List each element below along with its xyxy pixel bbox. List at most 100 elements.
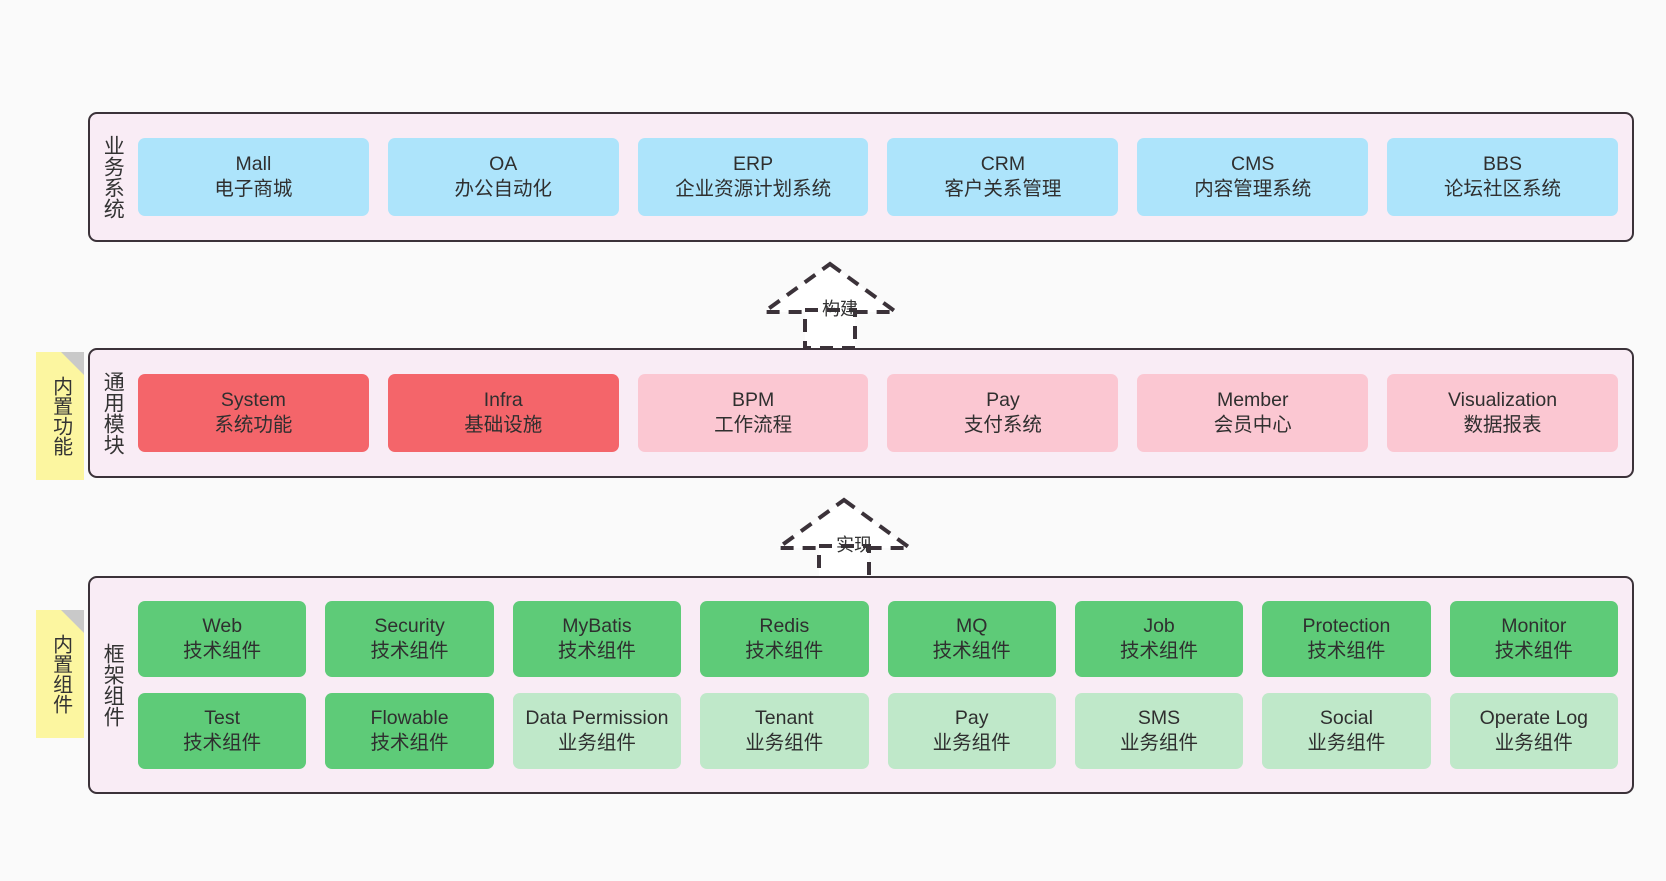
node-visualization[interactable]: Visualization 数据报表 — [1387, 374, 1618, 452]
node-member[interactable]: Member 会员中心 — [1137, 374, 1369, 452]
node-erp[interactable]: ERP 企业资源计划系统 — [637, 138, 869, 216]
node-web[interactable]: Web 技术组件 — [138, 601, 307, 677]
layer-framework-component: 框架组件 Web 技术组件 Security 技术组件 MyBatis 技术组件… — [88, 576, 1634, 794]
connector-implement-label: 实现 — [836, 535, 872, 555]
node-protection[interactable]: Protection 技术组件 — [1262, 601, 1431, 677]
node-monitor[interactable]: Monitor 技术组件 — [1449, 601, 1618, 677]
node-mall[interactable]: Mall 电子商城 — [138, 138, 369, 216]
node-row: System 系统功能 Infra 基础设施 BPM 工作流程 Pay 支付系统… — [138, 374, 1618, 452]
node-security[interactable]: Security 技术组件 — [325, 601, 494, 677]
node-infra[interactable]: Infra 基础设施 — [387, 374, 619, 452]
node-title: System — [220, 388, 286, 411]
node-crm[interactable]: CRM 客户关系管理 — [887, 138, 1119, 216]
node-row: Mall 电子商城 OA 办公自动化 ERP 企业资源计划系统 CRM 客户关系… — [138, 138, 1618, 216]
connector-build: 构建 — [756, 258, 904, 350]
node-title: OA — [489, 152, 518, 175]
node-redis[interactable]: Redis 技术组件 — [700, 601, 869, 677]
node-pay-module[interactable]: Pay 支付系统 — [887, 374, 1119, 452]
node-system[interactable]: System 系统功能 — [138, 374, 369, 452]
node-subtitle: 技术组件 — [1307, 640, 1386, 662]
node-subtitle: 技术组件 — [183, 640, 262, 662]
node-title: Infra — [483, 388, 523, 411]
arrowhead-triangle — [757, 261, 903, 314]
node-job[interactable]: Job 技术组件 — [1074, 601, 1244, 677]
sticky-note-text: 内置功能 — [49, 376, 72, 456]
node-subtitle: 工作流程 — [714, 414, 793, 436]
node-title: Data Permission — [525, 706, 669, 729]
node-social[interactable]: Social 业务组件 — [1262, 693, 1431, 769]
node-subtitle: 基础设施 — [464, 414, 543, 436]
arrowhead-triangle — [771, 497, 917, 550]
node-title: Monitor — [1501, 614, 1567, 637]
node-mybatis[interactable]: MyBatis 技术组件 — [512, 601, 682, 677]
node-subtitle: 企业资源计划系统 — [675, 178, 832, 200]
node-title: ERP — [733, 152, 774, 175]
node-title: BBS — [1483, 152, 1523, 175]
node-subtitle: 技术组件 — [745, 640, 824, 662]
node-title: MyBatis — [562, 614, 632, 637]
node-title: Member — [1216, 388, 1289, 411]
node-data-permission[interactable]: Data Permission 业务组件 — [512, 693, 682, 769]
layer-title-common-module: 通用模块 — [101, 371, 125, 455]
node-subtitle: 技术组件 — [183, 732, 262, 754]
node-flowable[interactable]: Flowable 技术组件 — [325, 693, 494, 769]
node-oa[interactable]: OA 办公自动化 — [387, 138, 619, 216]
layer-body-common-module: System 系统功能 Infra 基础设施 BPM 工作流程 Pay 支付系统… — [134, 350, 1632, 476]
node-pay-component[interactable]: Pay 业务组件 — [887, 693, 1056, 769]
layer-body-business-system: Mall 电子商城 OA 办公自动化 ERP 企业资源计划系统 CRM 客户关系… — [134, 114, 1632, 240]
node-subtitle: 支付系统 — [963, 414, 1042, 436]
node-subtitle: 业务组件 — [1120, 732, 1199, 754]
node-title: Pay — [986, 388, 1020, 411]
node-mq[interactable]: MQ 技术组件 — [887, 601, 1056, 677]
node-title: Security — [374, 614, 445, 637]
node-bbs[interactable]: BBS 论坛社区系统 — [1387, 138, 1618, 216]
node-subtitle: 业务组件 — [932, 732, 1011, 754]
node-subtitle: 内容管理系统 — [1194, 178, 1312, 200]
node-title: Tenant — [755, 706, 814, 729]
node-subtitle: 技术组件 — [932, 640, 1011, 662]
node-title: Operate Log — [1479, 706, 1589, 729]
node-row-service: Test 技术组件 Flowable 技术组件 Data Permission … — [138, 693, 1618, 769]
node-bpm[interactable]: BPM 工作流程 — [637, 374, 869, 452]
node-subtitle: 业务组件 — [557, 732, 636, 754]
node-subtitle: 技术组件 — [1120, 640, 1199, 662]
sticky-note-builtin-component: 内置组件 — [36, 610, 84, 738]
node-subtitle: 技术组件 — [370, 640, 449, 662]
node-title: Social — [1319, 706, 1373, 729]
node-test[interactable]: Test 技术组件 — [138, 693, 307, 769]
node-subtitle: 电子商城 — [214, 178, 293, 200]
node-title: Job — [1143, 614, 1175, 637]
sticky-fold-corner-icon — [61, 610, 84, 633]
connector-build-label: 构建 — [822, 299, 858, 319]
node-subtitle: 业务组件 — [1307, 732, 1386, 754]
connector-implement: 实现 — [770, 494, 918, 586]
node-title: CRM — [980, 152, 1026, 175]
node-cms[interactable]: CMS 内容管理系统 — [1137, 138, 1369, 216]
node-title: Web — [202, 614, 243, 637]
node-title: Visualization — [1447, 388, 1558, 411]
node-subtitle: 办公自动化 — [454, 178, 552, 200]
node-subtitle: 数据报表 — [1463, 414, 1542, 436]
node-tenant[interactable]: Tenant 业务组件 — [700, 693, 869, 769]
node-title: CMS — [1231, 152, 1275, 175]
sticky-fold-corner-icon — [61, 352, 84, 375]
node-title: MQ — [955, 614, 988, 637]
node-title: Test — [204, 706, 241, 729]
node-title: Mall — [235, 152, 272, 175]
node-subtitle: 系统功能 — [214, 414, 293, 436]
node-subtitle: 技术组件 — [557, 640, 636, 662]
node-operate-log[interactable]: Operate Log 业务组件 — [1449, 693, 1618, 769]
node-title: SMS — [1137, 706, 1181, 729]
node-subtitle: 技术组件 — [1494, 640, 1573, 662]
node-title: Pay — [954, 706, 989, 729]
node-title: Redis — [759, 614, 810, 637]
node-row-tech: Web 技术组件 Security 技术组件 MyBatis 技术组件 Redi… — [138, 601, 1618, 677]
sticky-note-builtin-function: 内置功能 — [36, 352, 84, 480]
layer-business-system: 业务系统 Mall 电子商城 OA 办公自动化 ERP 企业资源计划系统 CRM… — [88, 112, 1634, 242]
layer-body-framework-component: Web 技术组件 Security 技术组件 MyBatis 技术组件 Redi… — [134, 578, 1632, 792]
layer-title-framework-component: 框架组件 — [101, 643, 125, 727]
node-title: Flowable — [370, 706, 449, 729]
node-subtitle: 业务组件 — [745, 732, 824, 754]
node-sms[interactable]: SMS 业务组件 — [1074, 693, 1244, 769]
